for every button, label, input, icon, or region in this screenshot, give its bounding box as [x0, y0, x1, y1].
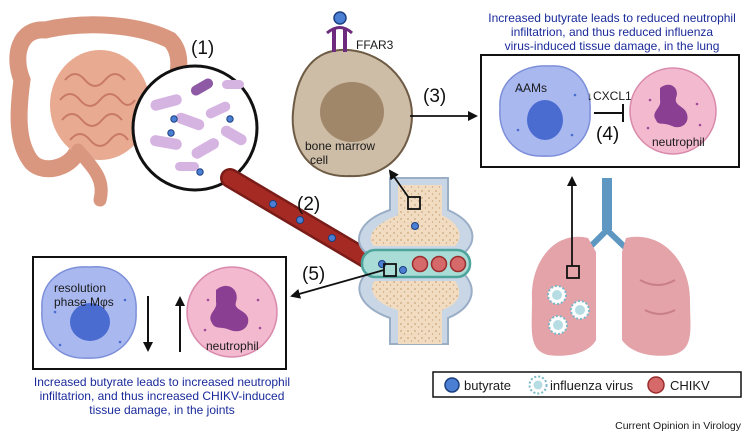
- joint-neutrophil-label: neutrophil: [206, 339, 259, 353]
- lung-caption-line2: infiltatrion, and thus reduced influenza: [511, 25, 713, 39]
- lung-caption-line3: virus-induced tissue damage, in the lung: [505, 39, 720, 53]
- arrows: [290, 111, 577, 299]
- butyrate-legend-icon: [444, 377, 460, 393]
- legend-box: [432, 371, 742, 398]
- joint-arrows: [143, 296, 185, 352]
- ffar3-label: FFAR3: [356, 38, 394, 52]
- joint-illustration: [358, 177, 474, 345]
- resolution-macrophage-cell: [41, 266, 137, 359]
- bone-marrow-cell: [291, 48, 414, 178]
- gut-microbiota-zoom: [131, 64, 259, 192]
- step-3-label: (3): [423, 86, 446, 107]
- step-1-label: (1): [191, 38, 214, 59]
- macrophage-label-line1: resolution: [54, 281, 106, 295]
- legend-influenza-label: influenza virus: [550, 378, 634, 393]
- influenza-virus-legend-icon: [528, 375, 548, 395]
- lung-neutrophil-cell: [629, 67, 717, 155]
- cxcl1-label: ↓CXCL1: [587, 89, 632, 103]
- legend-butyrate-label: butyrate: [464, 378, 511, 393]
- journal-credit: Current Opinion in Virology: [615, 420, 742, 432]
- lung-neutrophil-label: neutrophil: [652, 135, 705, 149]
- lung-caption-line1: Increased butyrate leads to reduced neut…: [488, 11, 736, 25]
- joint-caption-line1: Increased butyrate leads to increased ne…: [34, 375, 290, 389]
- macrophage-label-line2: phase Mφs: [54, 295, 114, 309]
- step-5-label: (5): [302, 264, 325, 285]
- legend-chikv-label: CHIKV: [670, 378, 710, 393]
- joint-caption-line3: tissue damage, in the joints: [89, 403, 234, 417]
- ffar3-receptor: [326, 11, 354, 52]
- bone-marrow-label-line2: cell: [310, 153, 328, 167]
- inhibition-mark: [594, 104, 624, 122]
- aam-cell: [499, 65, 591, 157]
- joint-caption-line2: infiltatrion, and thus increased CHIKV-i…: [40, 389, 285, 403]
- step-4-label: (4): [596, 124, 619, 145]
- influenza-virus-in-lung: [547, 285, 590, 335]
- chikv-legend-icon: [647, 376, 665, 394]
- aam-label: AAMs: [515, 81, 547, 95]
- bone-marrow-label-line1: bone marrow: [305, 139, 375, 153]
- blood-vessel: [220, 168, 392, 278]
- step-2-label: (2): [297, 194, 320, 215]
- joint-neutrophil-cell: [186, 266, 278, 358]
